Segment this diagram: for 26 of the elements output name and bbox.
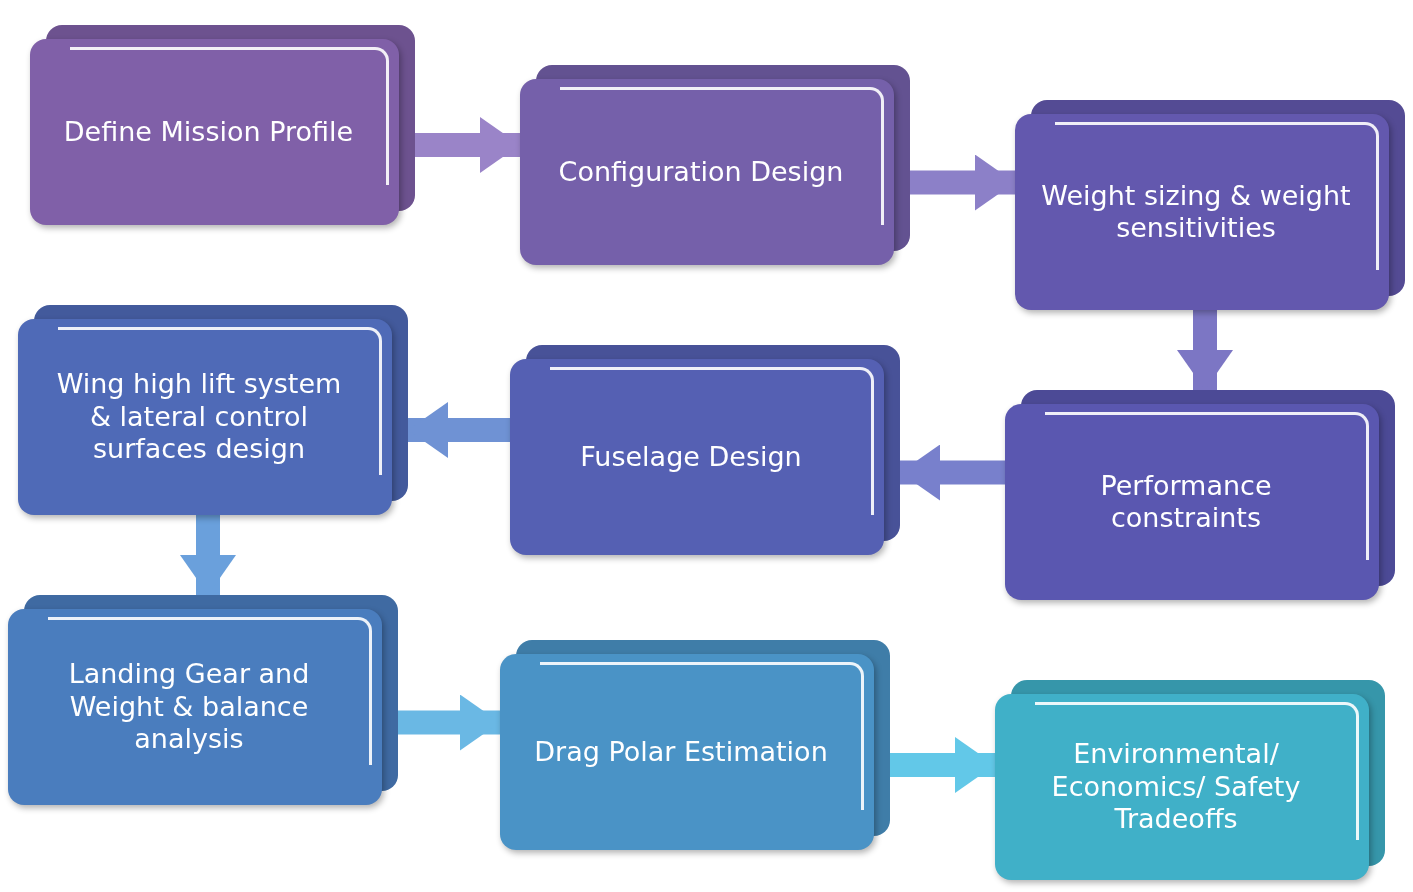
process-box [18, 305, 408, 515]
process-box [500, 640, 890, 850]
box-label: Weight sizing & weight sensitivities [1040, 179, 1352, 245]
process-box [1005, 390, 1395, 600]
process-box [8, 595, 398, 805]
box-label: Drag Polar Estimation [534, 735, 828, 769]
process-box [1015, 100, 1405, 310]
block-arrow [1177, 310, 1233, 390]
box-label: Define Mission Profile [63, 115, 354, 149]
box-label: Fuselage Design [580, 440, 802, 474]
block-arrow [398, 694, 500, 751]
box-label: Environmental/ Economics/ Safety Tradeoffs [1050, 738, 1302, 836]
process-box [510, 345, 900, 555]
process-box [995, 680, 1385, 880]
block-arrow [180, 515, 236, 595]
block-arrow [890, 737, 995, 793]
box-label: Performance constraints [1099, 469, 1273, 535]
block-arrow [910, 154, 1015, 211]
process-box [520, 65, 910, 265]
block-arrow [900, 444, 1005, 501]
box-label: Wing high lift system & lateral control surfaces design [55, 368, 343, 466]
box-label: Landing Gear and Weight & balance analysis [67, 658, 311, 756]
block-arrow [415, 117, 520, 173]
box-label: Configuration Design [558, 155, 844, 189]
process-box [30, 25, 415, 225]
block-arrow [408, 402, 510, 458]
